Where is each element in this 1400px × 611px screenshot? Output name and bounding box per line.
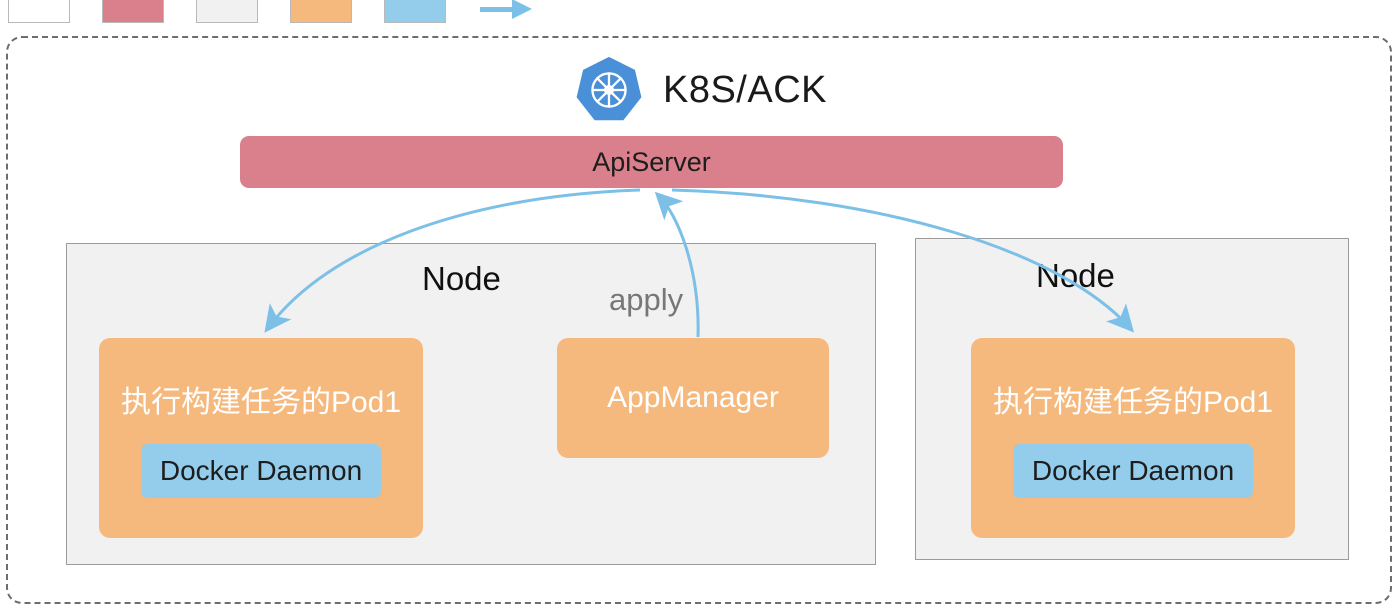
blue-arrow-icon [478,0,538,23]
pod-title-right: 执行构建任务的Pod1 [992,386,1274,419]
legend-item-1 [102,0,172,23]
legend-row [8,0,560,30]
arrow-shaft [480,7,514,12]
pod-title-left: 执行构建任务的Pod1 [120,386,402,419]
pod-card-left[interactable]: 执行构建任务的Pod1 Docker Daemon [99,338,423,538]
arrow-head [512,0,532,19]
legend [0,0,1400,30]
legend-item-0 [8,0,78,23]
white-rectangle-swatch [8,0,70,23]
legend-item-3 [290,0,360,23]
node-label-right: Node [1036,257,1115,294]
lightgray-rectangle-swatch [196,0,258,23]
legend-item-4 [384,0,454,23]
orange-rectangle-swatch [290,0,352,23]
docker-daemon-chip-left[interactable]: Docker Daemon [141,444,381,498]
legend-item-5 [478,0,546,23]
apiserver-bar[interactable]: ApiServer [240,136,1063,188]
appmanager-card[interactable]: AppManager [557,338,829,458]
apiserver-label: ApiServer [592,146,711,177]
kubernetes-helm-logo [576,56,642,121]
legend-item-2 [196,0,266,23]
apply-edge-label: apply [609,282,684,317]
blue-rectangle-swatch [384,0,446,23]
cluster-title: K8S/ACK [0,54,1400,126]
docker-daemon-chip-right[interactable]: Docker Daemon [1013,444,1253,498]
rose-rectangle-swatch [102,0,164,23]
page-title: K8S/ACK [662,68,828,111]
node-label-left: Node [422,260,501,297]
appmanager-label: AppManager [607,381,779,414]
pod-card-right[interactable]: 执行构建任务的Pod1 Docker Daemon [971,338,1295,538]
